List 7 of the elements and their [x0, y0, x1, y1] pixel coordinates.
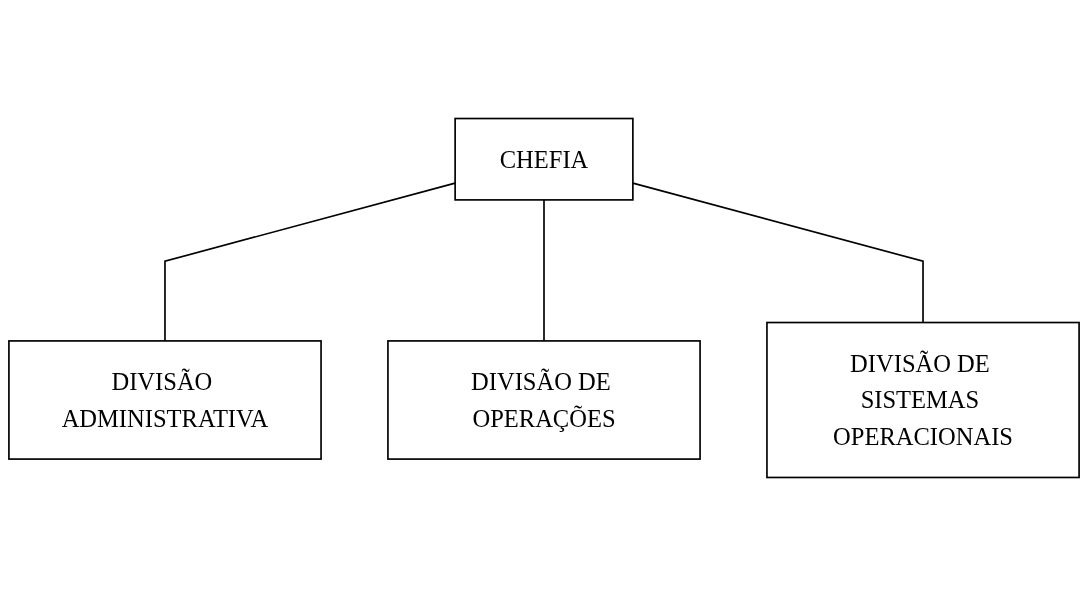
node-box: DIVISÃO ADMINISTRATIVA [8, 340, 322, 460]
node-box: DIVISÃO DE SISTEMAS OPERACIONAIS [766, 321, 1080, 479]
node-box: DIVISÃO DE OPERAÇÕES [387, 340, 701, 460]
node-box: CHEFIA [454, 117, 634, 201]
connector [632, 182, 924, 324]
connector [543, 199, 545, 342]
connector [164, 182, 456, 342]
